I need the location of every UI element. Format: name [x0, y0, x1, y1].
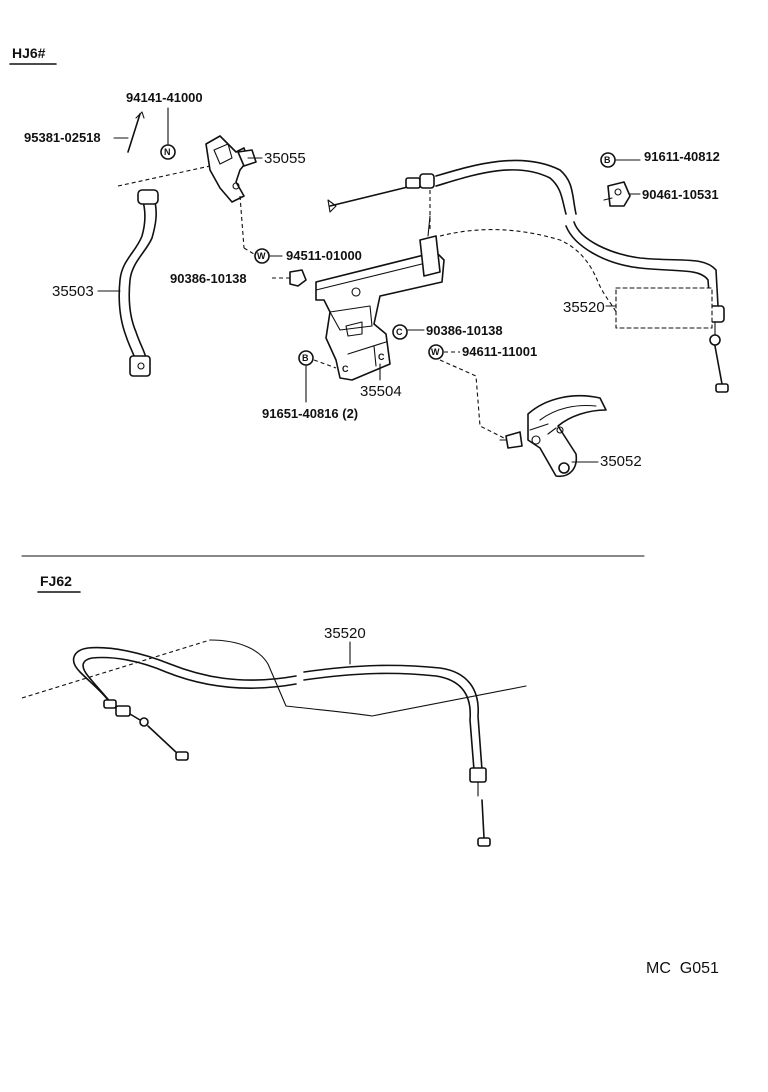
washer-94611-icon [428, 344, 444, 360]
lever-35052 [499, 394, 607, 478]
label-35503: 35503 [52, 283, 94, 300]
label-90461: 90461-10531 [642, 187, 719, 202]
guide-35055-washer [239, 195, 245, 249]
rod-35503 [118, 189, 159, 377]
label-90386-a: 90386-10138 [170, 271, 247, 286]
washer-symbol-1: W [257, 251, 266, 261]
label-94141: 94141-41000 [126, 90, 203, 105]
label-35520-bottom: 35520 [324, 625, 366, 642]
label-35504: 35504 [360, 383, 402, 400]
cable-35520-top [327, 159, 729, 393]
nut-94141-icon [160, 144, 176, 160]
label-94611: 94611-11001 [462, 344, 537, 359]
label-35520-top: 35520 [563, 299, 605, 316]
label-35055: 35055 [264, 150, 306, 167]
clip-symbol: C [396, 327, 403, 337]
nut-90386-a-icon [289, 269, 307, 287]
label-91651: 91651-40816 (2) [262, 406, 358, 421]
guide-91651 [313, 359, 337, 369]
pin-95381 [127, 111, 145, 153]
washer-symbol-2: W [431, 347, 440, 357]
guide-35503 [117, 165, 211, 187]
nut-90386-b-icon [392, 324, 408, 340]
bolt-91611-icon [600, 152, 616, 168]
guide-94611 [439, 359, 505, 439]
label-94511: 94511-01000 [286, 248, 362, 263]
label-95381: 95381-02518 [24, 130, 101, 145]
washer-94511-icon [254, 248, 270, 264]
bolt-symbol-2: B [604, 155, 611, 165]
diagram-code: MC G051 [646, 960, 719, 977]
nut-symbol: N [164, 147, 171, 157]
bolt-symbol-1: B [302, 353, 309, 363]
clamp-90461 [603, 181, 631, 207]
bracket-35055 [205, 135, 257, 203]
section-label-fj62: FJ62 [40, 573, 72, 589]
guide-35055-washer-b [243, 247, 255, 255]
bolt-91651-icon [298, 350, 314, 366]
label-90386-b: 90386-10138 [426, 323, 503, 338]
section-label-hj6: HJ6# [12, 45, 46, 61]
label-91611: 91611-40812 [644, 149, 720, 164]
svg-text:C: C [378, 352, 385, 362]
cable-35520-bottom [21, 639, 527, 847]
bracket-35504: C C [315, 215, 445, 381]
svg-text:C: C [342, 364, 349, 374]
label-35052: 35052 [600, 453, 642, 470]
